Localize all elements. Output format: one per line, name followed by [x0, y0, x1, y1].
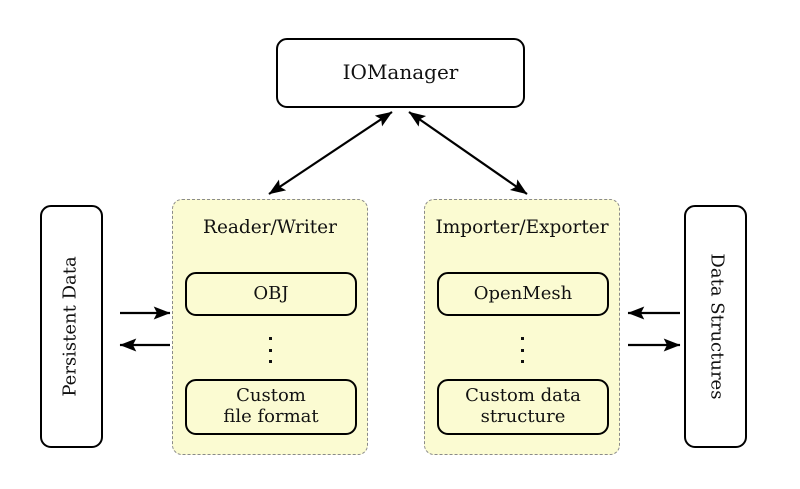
node-custom-data-structure-label-line1: Custom data [465, 385, 581, 407]
node-openmesh[interactable]: OpenMesh [437, 272, 609, 316]
node-obj[interactable]: OBJ [185, 272, 357, 316]
node-obj-label: OBJ [253, 282, 289, 304]
connector-iomanager-readerwriter [268, 111, 393, 195]
node-custom-data-structure[interactable]: Custom data structure [437, 379, 609, 435]
node-iomanager[interactable]: IOManager [276, 38, 525, 108]
node-iomanager-label: IOManager [342, 60, 459, 85]
group-importer-exporter[interactable]: Importer/Exporter OpenMesh Custom data s… [424, 199, 620, 455]
node-custom-data-structure-label-line2: structure [480, 406, 566, 427]
node-custom-file-format-label-line2: file format [223, 406, 319, 427]
node-data-structures[interactable]: Data Structures [684, 205, 747, 448]
group-reader-writer-title: Reader/Writer [203, 217, 337, 238]
group-importer-exporter-title: Importer/Exporter [435, 217, 609, 238]
connector-iomanager-importerexporter [408, 111, 528, 195]
ellipsis-reader-writer [268, 337, 272, 363]
node-custom-file-format-label-line1: Custom [236, 385, 306, 407]
node-persistent-data-label: Persistent Data [60, 256, 82, 397]
node-persistent-data[interactable]: Persistent Data [40, 205, 103, 448]
node-custom-file-format[interactable]: Custom file format [185, 379, 357, 435]
group-reader-writer[interactable]: Reader/Writer OBJ Custom file format [172, 199, 368, 455]
ellipsis-importer-exporter [520, 337, 524, 363]
node-openmesh-label: OpenMesh [473, 282, 573, 304]
node-data-structures-label: Data Structures [705, 253, 727, 400]
